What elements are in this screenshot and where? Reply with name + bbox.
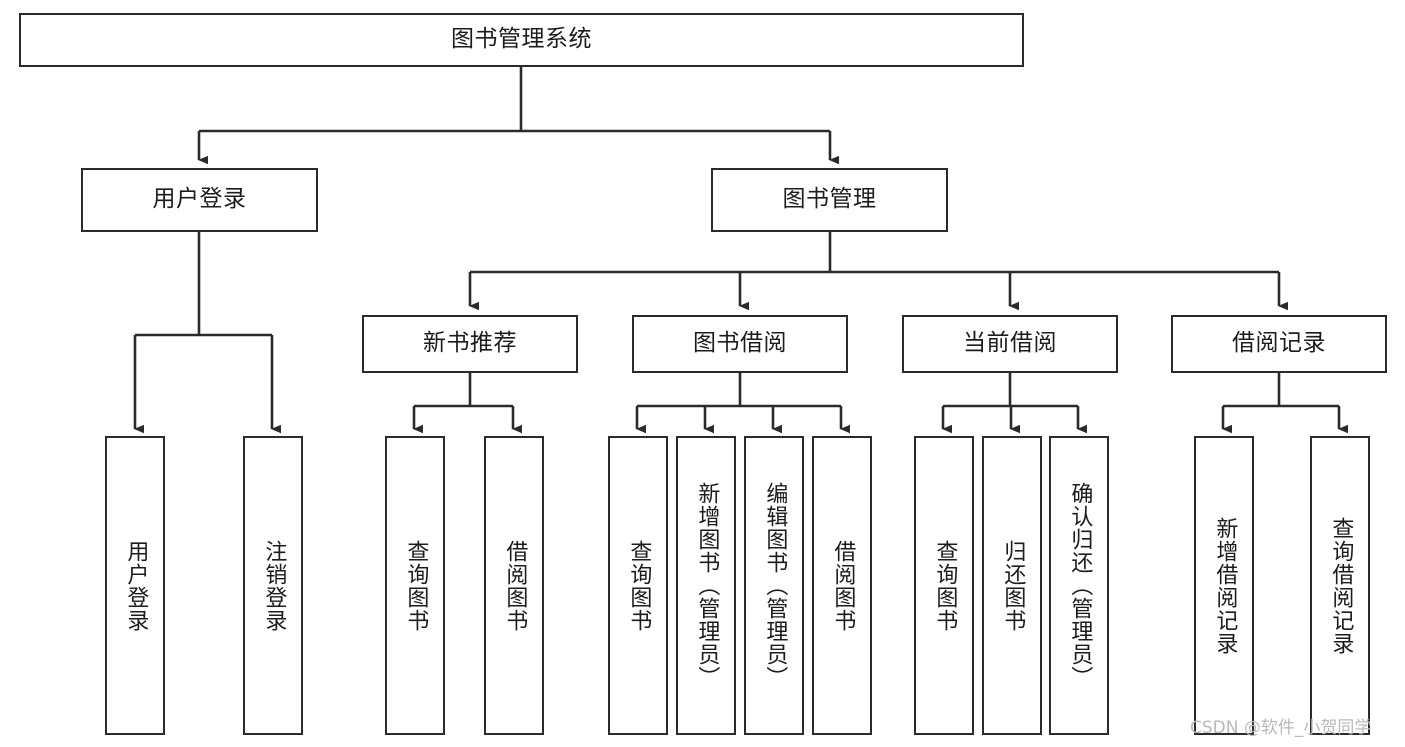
leaf-add-book[interactable]: 新增图书（管理员） bbox=[676, 436, 736, 735]
leaf-user-login[interactable]: 用户登录 bbox=[105, 436, 165, 735]
leaf-confirm-return[interactable]: 确认归还（管理员） bbox=[1049, 436, 1109, 735]
leaf-query-borrow-record-label: 查询借阅记录 bbox=[1328, 516, 1354, 655]
node-current-borrow[interactable]: 当前借阅 bbox=[902, 315, 1118, 373]
leaf-return-book-label: 归还图书 bbox=[1000, 539, 1026, 632]
node-root-label: 图书管理系统 bbox=[451, 26, 592, 53]
leaf-query-book-1[interactable]: 查询图书 bbox=[385, 436, 445, 735]
leaf-query-book-2[interactable]: 查询图书 bbox=[608, 436, 668, 735]
node-user-login-label: 用户登录 bbox=[152, 186, 247, 213]
leaf-add-borrow-record[interactable]: 新增借阅记录 bbox=[1194, 436, 1254, 735]
node-user-login[interactable]: 用户登录 bbox=[81, 168, 318, 232]
node-book-borrow-label: 图书借阅 bbox=[693, 330, 787, 357]
node-book-management[interactable]: 图书管理 bbox=[711, 168, 948, 232]
leaf-query-book-3[interactable]: 查询图书 bbox=[914, 436, 974, 735]
leaf-borrow-book-2[interactable]: 借阅图书 bbox=[812, 436, 872, 735]
leaf-borrow-book-1-label: 借阅图书 bbox=[502, 539, 528, 632]
node-book-management-label: 图书管理 bbox=[782, 186, 877, 213]
node-borrow-record[interactable]: 借阅记录 bbox=[1171, 315, 1387, 373]
leaf-query-borrow-record[interactable]: 查询借阅记录 bbox=[1310, 436, 1370, 735]
leaf-borrow-book-2-label: 借阅图书 bbox=[830, 539, 856, 632]
leaf-add-book-label: 新增图书（管理员） bbox=[694, 482, 720, 689]
leaf-query-book-3-label: 查询图书 bbox=[932, 539, 958, 632]
leaf-add-borrow-record-label: 新增借阅记录 bbox=[1212, 516, 1238, 655]
leaf-edit-book[interactable]: 编辑图书（管理员） bbox=[744, 436, 804, 735]
node-current-borrow-label: 当前借阅 bbox=[963, 330, 1057, 357]
leaf-borrow-book-1[interactable]: 借阅图书 bbox=[484, 436, 544, 735]
node-new-book-recommend-label: 新书推荐 bbox=[423, 330, 517, 357]
node-root[interactable]: 图书管理系统 bbox=[19, 13, 1024, 67]
leaf-query-book-1-label: 查询图书 bbox=[403, 539, 429, 632]
node-borrow-record-label: 借阅记录 bbox=[1232, 330, 1326, 357]
leaf-confirm-return-label: 确认归还（管理员） bbox=[1067, 482, 1093, 689]
leaf-logout[interactable]: 注销登录 bbox=[243, 436, 303, 735]
csdn-watermark: CSDN @软件_小贺同学 bbox=[1190, 718, 1372, 738]
leaf-logout-label: 注销登录 bbox=[261, 539, 287, 632]
leaf-return-book[interactable]: 归还图书 bbox=[982, 436, 1042, 735]
leaf-edit-book-label: 编辑图书（管理员） bbox=[762, 482, 788, 689]
leaf-query-book-2-label: 查询图书 bbox=[626, 539, 652, 632]
node-book-borrow[interactable]: 图书借阅 bbox=[632, 315, 848, 373]
leaf-user-login-label: 用户登录 bbox=[123, 539, 149, 632]
node-new-book-recommend[interactable]: 新书推荐 bbox=[362, 315, 578, 373]
